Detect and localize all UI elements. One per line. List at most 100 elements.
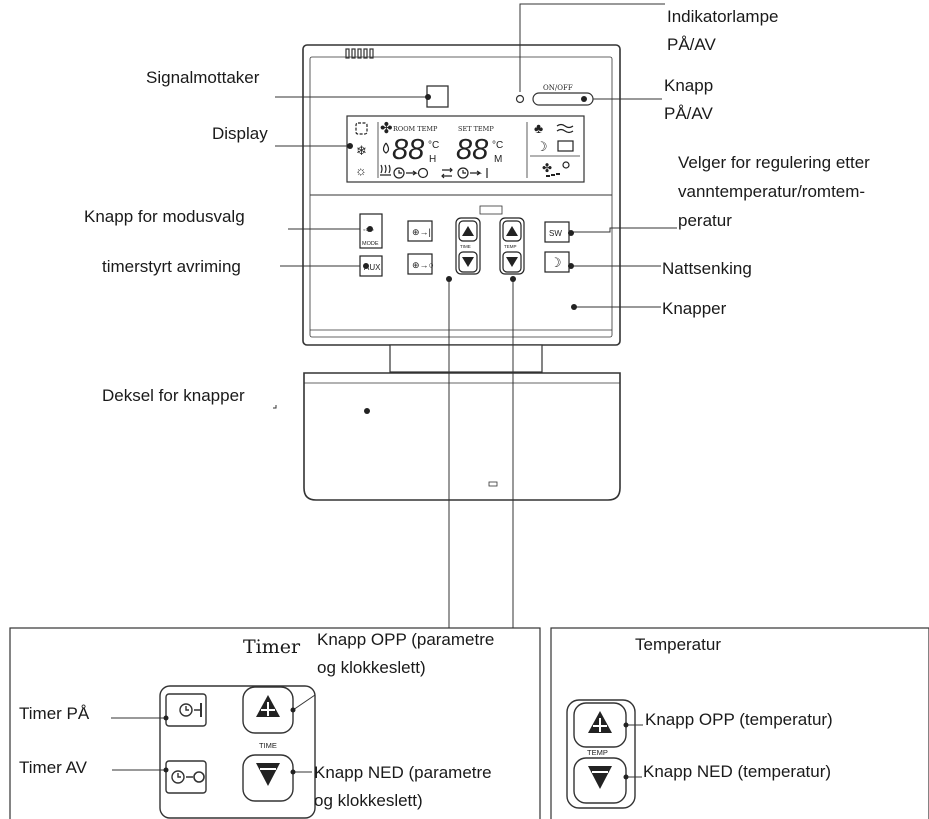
label-line: Knapp OPP (parametre	[317, 630, 495, 649]
cover-tab	[488, 481, 498, 487]
timer-detail-fills: TIME	[163, 695, 296, 786]
sw-label: SW	[549, 229, 562, 238]
timer-on-label: Timer PÅ	[19, 704, 90, 723]
time-label: TIME	[460, 244, 471, 249]
mode-button[interactable]	[359, 213, 383, 249]
label-line: og klokkeslett)	[317, 658, 426, 677]
speed-bars-icon	[546, 173, 560, 177]
moon-icon: ☽	[550, 255, 562, 270]
sw-button[interactable]	[544, 221, 570, 243]
dot	[510, 276, 516, 282]
onoff-button[interactable]	[532, 92, 594, 106]
label-line: Velger for regulering etter	[678, 153, 870, 172]
arrow-down-icon	[462, 257, 474, 267]
arrow-up-icon	[256, 695, 280, 717]
label-deksel: Deksel for knapper	[102, 386, 245, 405]
night-button[interactable]	[544, 251, 570, 273]
temp-down-label: Knapp NED (temperatur)	[643, 762, 832, 781]
dot	[163, 715, 169, 721]
time-button-group	[455, 217, 481, 275]
leader-velger	[569, 227, 677, 233]
label-display: Display	[212, 124, 268, 143]
dot	[623, 774, 629, 780]
mode-icons: ◦❄◦	[363, 226, 374, 234]
timer-off-label: Timer AV	[19, 758, 88, 777]
timer-off-glyph	[177, 773, 193, 778]
unit-c-set: °C	[492, 140, 503, 151]
temp-up-button[interactable]	[502, 220, 522, 242]
room-temp-label: ROOM TEMP	[393, 125, 438, 133]
speed-icon	[562, 161, 570, 169]
dot	[568, 230, 574, 236]
dot	[364, 408, 370, 414]
temp-box-title: Temperatur	[635, 635, 721, 654]
time-down-button[interactable]	[458, 251, 478, 273]
lcd-display	[346, 115, 585, 183]
lcd-icons: ✤ ❄ ☼ ♣ ☽ ✤	[355, 120, 574, 178]
landscape-icon	[557, 140, 574, 152]
dot	[290, 707, 296, 713]
room-temp-digits: 88	[392, 134, 424, 166]
time-down-button[interactable]	[242, 754, 294, 802]
aux-label: AUX	[364, 263, 381, 272]
fan-small-icon: ✤	[542, 161, 552, 175]
timer-on-button[interactable]	[165, 693, 207, 727]
unit-c-room: °C	[428, 140, 439, 151]
temp-label: TEMP	[504, 244, 517, 249]
wave-icon	[556, 123, 574, 134]
temp-button-group	[499, 217, 525, 275]
leader-lines	[273, 3, 677, 628]
sun-icon: ☼	[355, 163, 367, 178]
button-cover[interactable]	[303, 372, 621, 501]
dot	[290, 769, 296, 775]
arrow-up-icon	[506, 226, 518, 236]
label-line: peratur	[678, 211, 732, 230]
timer-on-glyph: ⊕→|	[412, 227, 431, 237]
dot	[446, 276, 452, 282]
snowflake-icon: ❄	[356, 143, 367, 158]
arrow-down-icon	[256, 763, 280, 786]
time-up-button[interactable]	[458, 220, 478, 242]
vent-slots	[345, 48, 374, 59]
off-symbol	[193, 771, 205, 783]
temp-up-button[interactable]	[573, 702, 627, 748]
dot	[581, 96, 587, 102]
temp-down-button[interactable]	[502, 251, 522, 273]
label-modusvalg: Knapp for modusvalg	[84, 207, 245, 226]
dot	[425, 94, 431, 100]
label-signalmottaker: Signalmottaker	[146, 68, 260, 87]
timer-off-button[interactable]	[165, 760, 207, 794]
auto-mode-icon	[355, 122, 368, 135]
arrow-right-icon	[470, 170, 482, 176]
dot	[347, 143, 353, 149]
label-nattsenking: Nattsenking	[662, 259, 752, 278]
timer-on-glyph	[185, 706, 201, 711]
timer-on-button[interactable]	[407, 220, 433, 242]
device-button-glyphs: ◦❄◦ MODE AUX ⊕→| ⊕→○ TIME TEMP SW ☽	[362, 226, 562, 272]
clock-hands	[398, 170, 402, 174]
timer-panel	[159, 685, 316, 819]
dot	[163, 767, 169, 773]
temp-up-label: Knapp OPP (temperatur)	[645, 710, 833, 729]
label-knapper: Knapper	[662, 299, 727, 318]
dot	[367, 226, 373, 232]
label-line: Knapp	[664, 76, 714, 95]
temp-down-button[interactable]	[573, 757, 627, 804]
label-line: og klokkeslett)	[314, 791, 423, 810]
leader-indikator	[519, 3, 665, 92]
device-buttons	[359, 213, 570, 277]
dot	[363, 263, 369, 269]
clock-icon	[393, 167, 405, 179]
time-up-button[interactable]	[242, 686, 294, 734]
label-avriming: timerstyrt avriming	[102, 257, 241, 276]
arrow-right-icon	[406, 170, 418, 176]
letter-m: M	[494, 154, 502, 165]
swap-arrows-icon	[441, 167, 453, 179]
tree-icon: ♣	[534, 120, 543, 136]
cover-hinge	[389, 344, 543, 373]
aux-button[interactable]	[359, 255, 383, 277]
drop-icon	[382, 142, 390, 154]
controller-unit	[302, 44, 621, 501]
timer-off-button[interactable]	[407, 253, 433, 275]
mode-label: MODE	[362, 241, 379, 247]
